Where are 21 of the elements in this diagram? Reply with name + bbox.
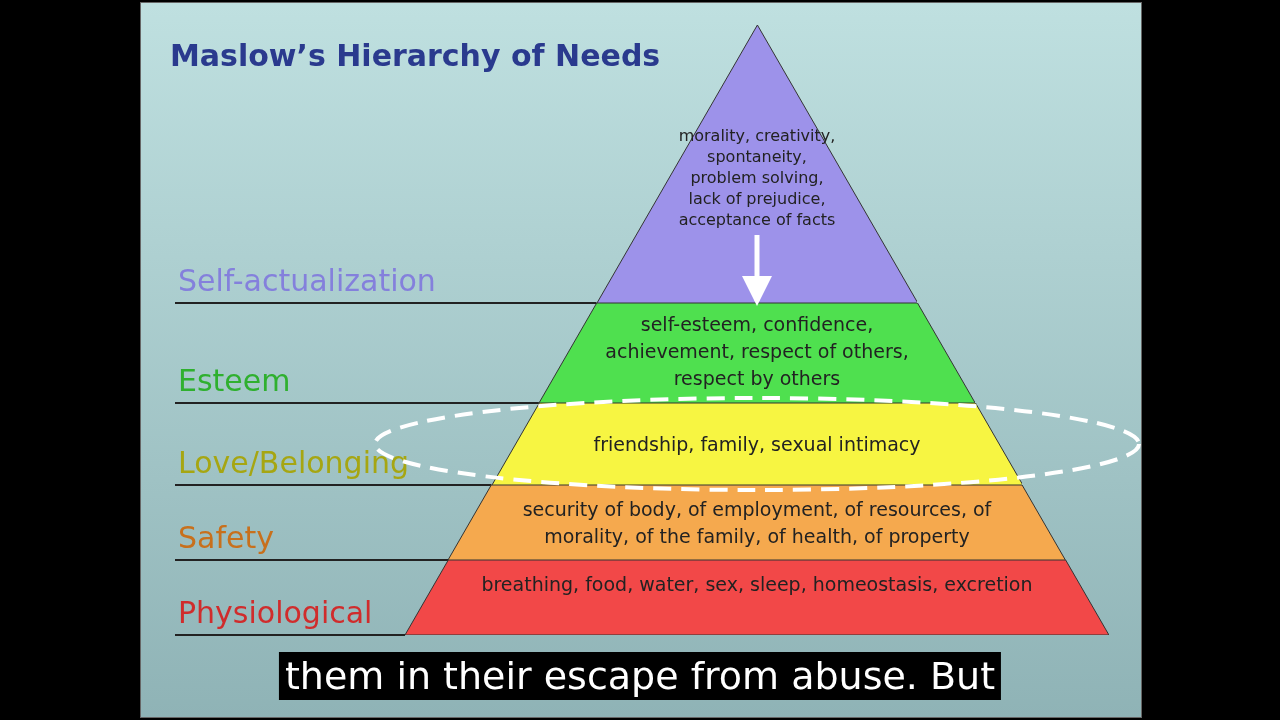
pyramid-base	[405, 560, 1109, 635]
level-label: Love/Belonging	[178, 445, 410, 481]
subtitle-caption: them in their escape from abuse. But	[278, 652, 1002, 700]
needs-text: security of body, of employment, of resources, of morality, of the family, of health, of property	[521, 496, 993, 549]
connector-line	[174, 559, 450, 561]
pyramid-tier	[448, 485, 1066, 560]
needs-text: morality, creativity, spontaneity, problem solving, lack of prejudice, acceptance of facts	[677, 125, 837, 230]
needs-text: self-esteem, confidence, achievement, respect of others, respect by others	[604, 312, 910, 391]
needs-text: friendship, family, sexual intimacy	[592, 431, 922, 457]
level-label: Physiological	[178, 595, 373, 631]
level-label: Safety	[178, 520, 274, 556]
connector-line	[174, 634, 407, 636]
level-label: Self-actualization	[178, 263, 436, 299]
title: Maslow’s Hierarchy of Needs	[170, 38, 661, 73]
level-label: Esteem	[178, 363, 291, 399]
connector-line	[174, 302, 598, 304]
connector-line	[174, 402, 540, 404]
arrow	[742, 235, 772, 306]
pyramid-tier	[538, 303, 976, 403]
needs-text: breathing, food, water, sex, sleep, homeostasis, excretion	[480, 571, 1034, 597]
connector-line	[174, 484, 493, 486]
